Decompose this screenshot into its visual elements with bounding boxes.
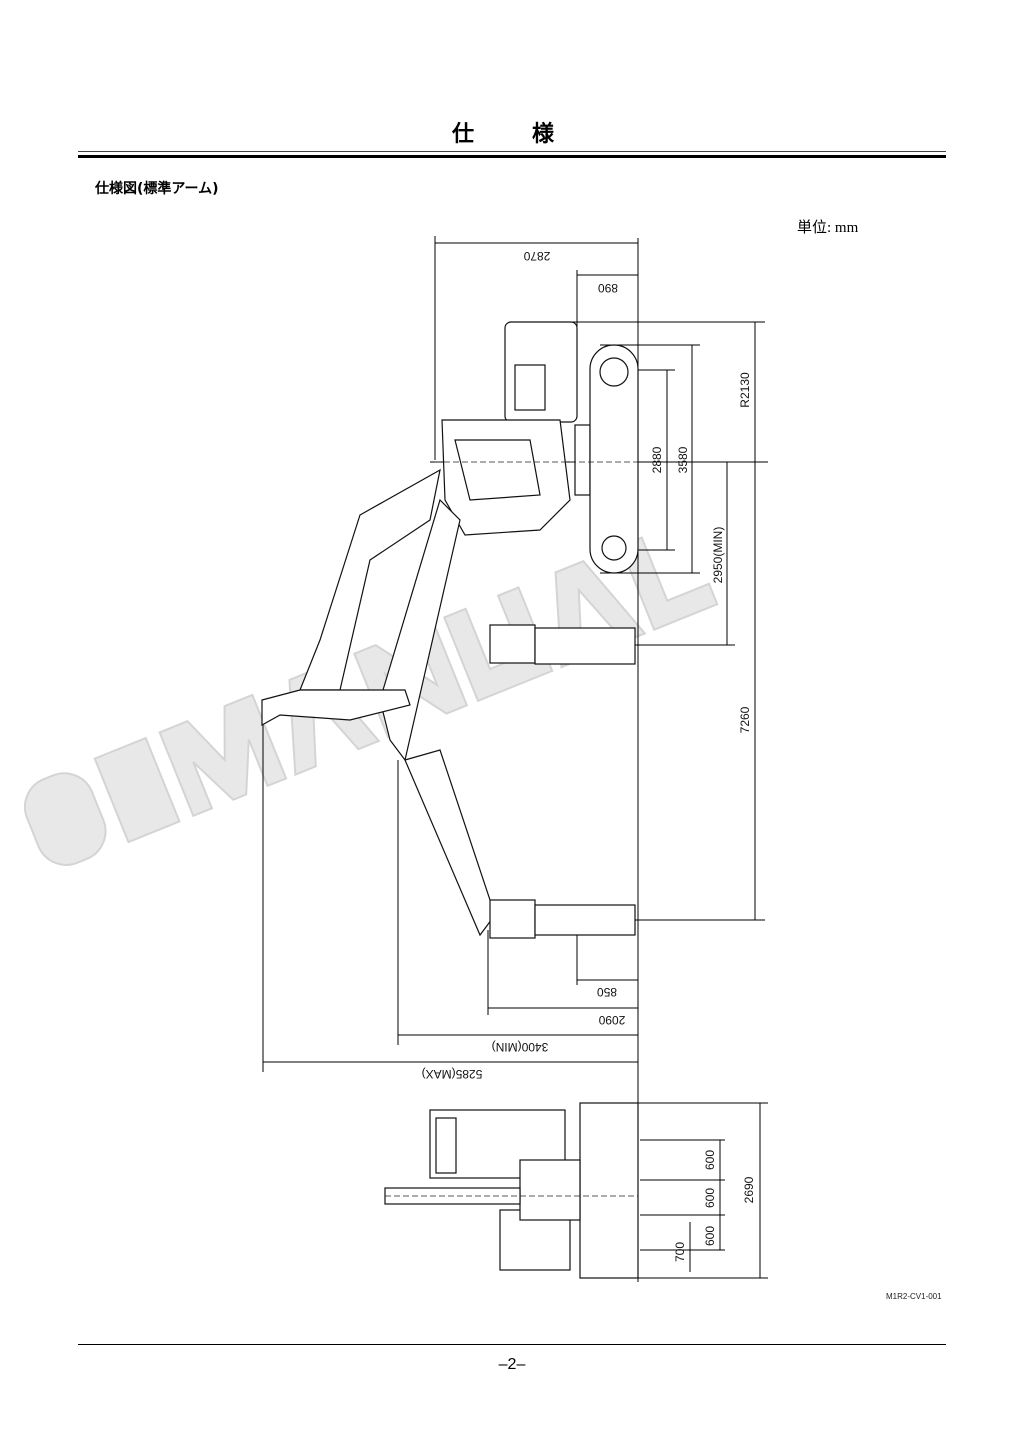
dim-7260: 7260 <box>738 706 752 733</box>
dim-3580: 3580 <box>676 446 690 473</box>
dim-2870: 2870 <box>523 249 550 263</box>
dim-2880: 2880 <box>650 446 664 473</box>
page-number: –2– <box>498 1356 526 1373</box>
header-rule-thick <box>78 155 946 158</box>
dim-600-1: 600 <box>703 1150 717 1170</box>
dim-2690: 2690 <box>742 1176 756 1203</box>
dim-890: 890 <box>598 281 618 295</box>
unit-label: 単位: mm <box>797 220 859 236</box>
dim-850: 850 <box>597 985 617 999</box>
dim-600-3: 600 <box>703 1226 717 1246</box>
excavator-top-view <box>384 1102 639 1279</box>
excavator-side-view <box>261 321 639 939</box>
dim-5285-max: 5285(MAX) <box>422 1067 483 1081</box>
dimension-annotations: 2870 890 R2130 3580 2880 2950(MIN) 7260 … <box>263 242 761 1278</box>
dim-2090: 2090 <box>598 1013 625 1027</box>
page-title: 仕 様 <box>451 122 572 147</box>
dim-r2130: R2130 <box>738 372 752 408</box>
dim-2950-min: 2950(MIN) <box>711 527 725 584</box>
figure-code: M1R2-CV1-001 <box>886 1292 942 1301</box>
dim-600-2: 600 <box>703 1188 717 1208</box>
dim-3400-min: 3400(MIN) <box>492 1040 549 1054</box>
footer-rule <box>78 1344 946 1345</box>
section-subtitle: 仕様図(標準アーム) <box>95 181 219 197</box>
header-rule-thin <box>78 151 946 152</box>
dim-700: 700 <box>673 1242 687 1262</box>
